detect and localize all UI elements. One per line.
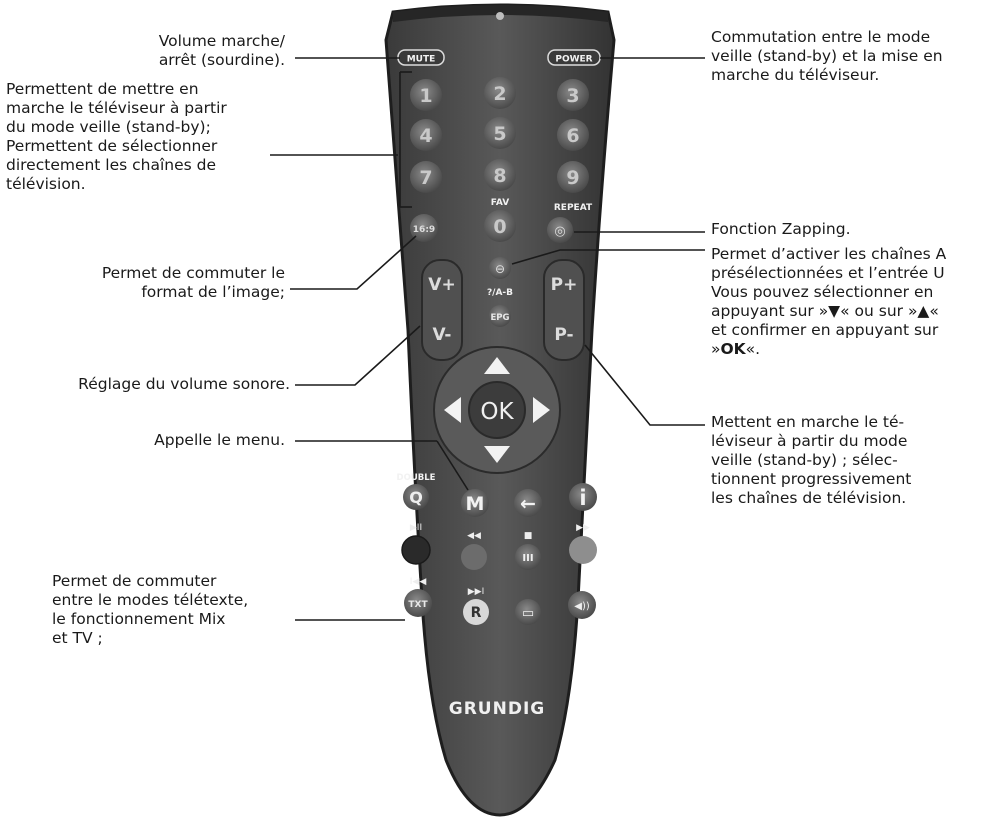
annotation-menu: Appelle le menu. xyxy=(154,431,285,449)
av-icon: ⊖ xyxy=(495,262,505,276)
menu-button[interactable] xyxy=(461,489,489,517)
digit-9-button[interactable] xyxy=(557,161,589,193)
power-button-label: POWER xyxy=(555,55,592,65)
sound-icon: ◀)) xyxy=(574,601,590,612)
volume-up-label: V+ xyxy=(428,275,455,295)
programme-up-label: P+ xyxy=(551,275,578,295)
info-label: i xyxy=(579,486,586,510)
digit-8-label: 8 xyxy=(493,165,506,187)
leader-format xyxy=(290,235,417,290)
double-label: DOUBLE xyxy=(397,473,436,483)
ab-label: ?/A-B xyxy=(487,288,513,298)
volume-down-label: V- xyxy=(433,325,452,345)
digit-3-button[interactable] xyxy=(557,79,589,111)
info-button[interactable] xyxy=(569,483,597,511)
play-pause-label: ▶II xyxy=(410,523,422,533)
subtitle-icon: III xyxy=(522,553,533,564)
next-label: ▶▶I xyxy=(468,587,485,597)
teletext-label: TXT xyxy=(408,600,428,610)
epg-button[interactable] xyxy=(489,305,511,327)
rewind-label: ◀◀ xyxy=(467,531,481,541)
fast-forward-label: ▶▶ xyxy=(576,523,590,533)
back-icon: ← xyxy=(520,493,536,515)
menu-label: M xyxy=(466,493,485,515)
format-16-9-label: 16:9 xyxy=(413,225,435,235)
arrow-left-icon[interactable] xyxy=(444,397,461,423)
leader-channels xyxy=(584,344,705,426)
arrow-up-icon[interactable] xyxy=(484,357,510,374)
format-16-9-button[interactable] xyxy=(410,214,438,242)
brand-logo: GRUNDIG xyxy=(449,699,545,719)
record-button[interactable] xyxy=(463,599,489,625)
digit-0-label: 0 xyxy=(493,216,506,238)
digit-8-button[interactable] xyxy=(484,159,516,191)
mute-button-label: MUTE xyxy=(407,55,436,65)
leader-lines xyxy=(270,57,705,621)
av-button[interactable] xyxy=(489,257,511,279)
annotation-power: Commutation entre le mode veille (stand-… xyxy=(711,28,943,84)
picture-icon: ▭ xyxy=(522,606,534,621)
digit-4-button[interactable] xyxy=(410,119,442,151)
arrow-down-icon[interactable] xyxy=(484,446,510,463)
digit-6-button[interactable] xyxy=(557,119,589,151)
green-button[interactable] xyxy=(461,544,487,570)
zapping-label: ◎ xyxy=(554,224,565,239)
stop-label: ■ xyxy=(524,531,533,541)
epg-label: EPG xyxy=(490,313,509,323)
record-label: R xyxy=(471,605,482,621)
blue-button[interactable] xyxy=(569,536,597,564)
programme-down-label: P- xyxy=(554,325,573,345)
digit-3-label: 3 xyxy=(566,85,579,107)
zapping-button[interactable] xyxy=(547,217,573,243)
digit-6-label: 6 xyxy=(566,125,579,147)
annotation-format: Permet de commuter le format de l’image; xyxy=(101,264,285,301)
red-button[interactable] xyxy=(401,535,431,565)
annotation-zapping: Fonction Zapping. xyxy=(711,220,851,238)
digit-9-label: 9 xyxy=(566,167,579,189)
volume-rocker[interactable] xyxy=(421,259,463,361)
annotation-mute: Volume marche/ arrêt (sourdine). xyxy=(158,32,285,69)
digit-5-button[interactable] xyxy=(484,117,516,149)
double-icon: Q xyxy=(409,488,423,507)
ok-button[interactable] xyxy=(468,381,526,439)
digit-7-label: 7 xyxy=(419,167,432,189)
yellow-button[interactable] xyxy=(515,544,541,570)
sound-button[interactable] xyxy=(568,591,596,619)
back-button[interactable] xyxy=(514,489,542,517)
leader-menu-diag xyxy=(436,440,469,491)
teletext-button[interactable] xyxy=(404,589,432,617)
leader-volume xyxy=(295,325,421,386)
fav-label: FAV xyxy=(491,198,509,208)
annotation-av: Permet d’activer les chaînes A présélect… xyxy=(711,245,947,358)
digit-2-button[interactable] xyxy=(484,77,516,109)
ok-emphasis: OK xyxy=(720,340,746,358)
ok-label: OK xyxy=(480,399,514,425)
repeat-label: REPEAT xyxy=(554,203,593,213)
annotation-numbers: Permettent de mettre en marche le télévi… xyxy=(6,80,227,193)
digit-pad: 1 2 3 4 5 6 7 8 9 FAV REPEAT 16:9 0 ◎ xyxy=(410,77,593,243)
ir-window xyxy=(496,12,504,20)
programme-rocker[interactable] xyxy=(543,259,585,361)
digit-5-label: 5 xyxy=(493,123,506,145)
leader-av xyxy=(511,249,705,265)
arrow-right-icon[interactable] xyxy=(533,397,550,423)
annotation-channels: Mettent en marche le té- léviseur à part… xyxy=(711,413,912,507)
digit-1-button[interactable] xyxy=(410,79,442,111)
digit-1-label: 1 xyxy=(419,85,432,107)
prev-label: I◀◀ xyxy=(410,577,427,587)
double-button[interactable] xyxy=(403,484,429,510)
picture-button[interactable] xyxy=(515,599,541,625)
digit-4-label: 4 xyxy=(419,125,432,147)
annotation-teletext: Permet de commuter entre le modes téléte… xyxy=(52,572,249,647)
digit-0-button[interactable] xyxy=(484,210,516,242)
digit-2-label: 2 xyxy=(493,83,506,105)
annotation-volume: Réglage du volume sonore. xyxy=(78,375,290,393)
digit-7-button[interactable] xyxy=(410,161,442,193)
